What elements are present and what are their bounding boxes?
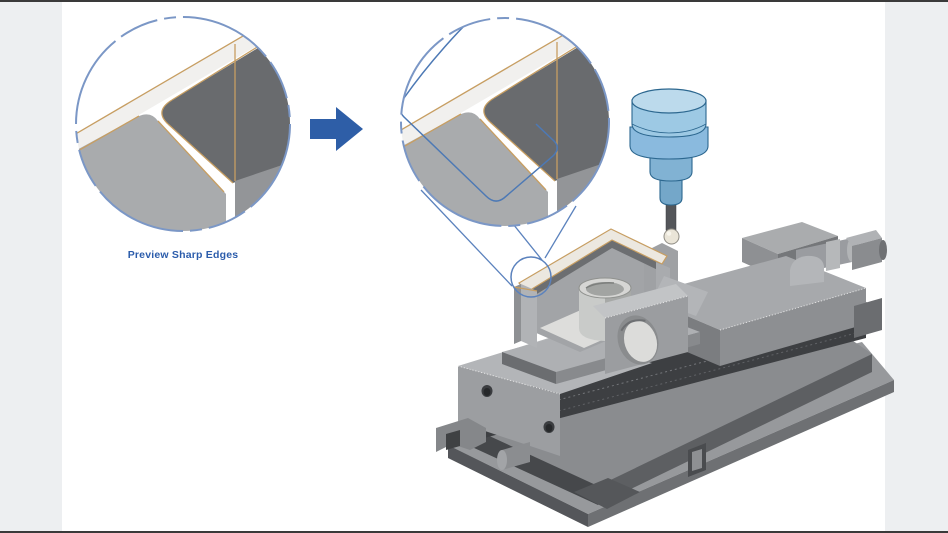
- base-foot: [436, 418, 530, 470]
- plinth-side-right: [598, 354, 872, 505]
- plinth-top: [472, 336, 872, 486]
- transform-arrow: [310, 107, 363, 151]
- vise-screw: [790, 230, 887, 286]
- left-margin-band: [0, 0, 62, 533]
- leader-line: [420, 189, 513, 287]
- vise-model: [436, 222, 894, 527]
- rim-left-post: [521, 284, 537, 348]
- top-frame-bar: [0, 0, 948, 2]
- corner-highlight-ring: [510, 256, 552, 298]
- right-block-front: [720, 288, 866, 366]
- sharp-corner-preview-path: [401, 18, 558, 202]
- caption: Preview Sharp Edges: [127, 249, 239, 261]
- leader-line: [544, 205, 577, 259]
- before-circle-border: [75, 16, 291, 232]
- before-detail-circle: [75, 16, 291, 232]
- tip-notch: [574, 478, 640, 509]
- right-margin-band: [885, 0, 948, 533]
- bottom-frame-bar: [0, 531, 948, 533]
- probe-stem: [659, 175, 683, 206]
- base-side-left: [448, 445, 588, 527]
- before-detail-content: [76, 17, 290, 231]
- probe-ball-tip: [663, 228, 680, 245]
- plinth-side-left: [472, 428, 598, 505]
- base-side-right: [588, 380, 894, 527]
- after-detail-circle: [400, 17, 610, 227]
- hole-block: [593, 284, 689, 374]
- after-detail-content: [401, 18, 609, 226]
- after-circle-border: [400, 17, 610, 227]
- workpiece: [502, 228, 708, 384]
- touch-probe: [629, 88, 709, 245]
- rear-block-top: [742, 222, 838, 254]
